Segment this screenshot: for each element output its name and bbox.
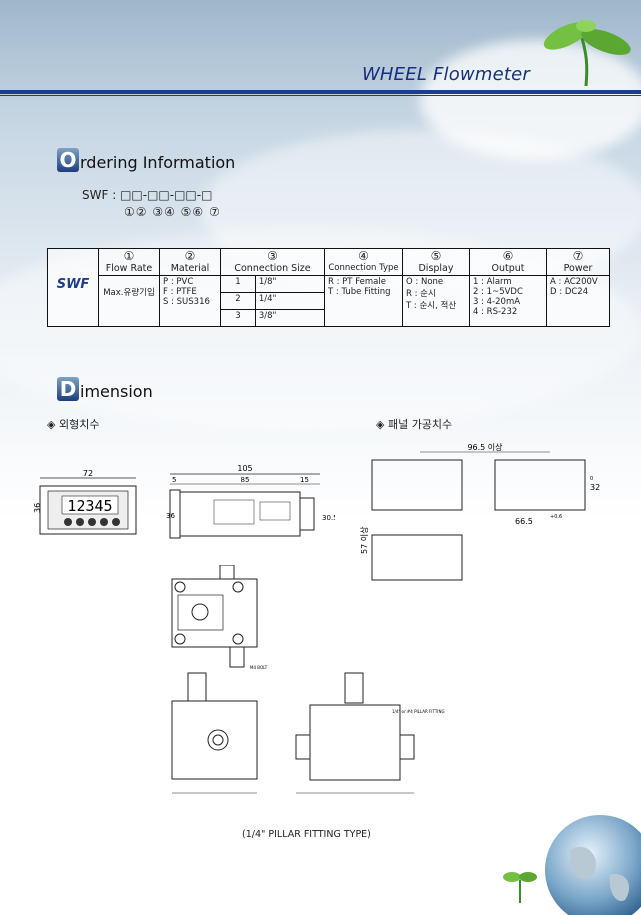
heading-letter-badge: O	[57, 148, 79, 172]
small-sprout-icon	[503, 872, 537, 903]
front-height-dim: 36	[33, 503, 42, 513]
svg-text:57 이상: 57 이상	[359, 526, 369, 554]
svg-text:66.5: 66.5	[515, 517, 533, 526]
svg-text:0: 0	[590, 476, 593, 482]
display-instant: R : 순시	[406, 289, 436, 299]
model-code: SWF : □□-□□-□□-□	[82, 188, 212, 202]
cell-power: A : AC200V D : DC24	[546, 275, 610, 327]
table-row: 3 3/8"	[48, 309, 610, 327]
svg-text:1/4" or #4 PILLAR FITTING: 1/4" or #4 PILLAR FITTING	[392, 709, 445, 714]
svg-text:M4 BOLT: M4 BOLT	[250, 665, 268, 670]
output-rs232: 4 : RS-232	[473, 307, 518, 317]
svg-text:15: 15	[300, 476, 309, 484]
size-value: 3/8"	[254, 309, 326, 327]
drawing-caption: (1/4" PILLAR FITTING TYPE)	[242, 829, 371, 840]
svg-text:32: 32	[590, 483, 600, 492]
flowmeter-body-drawing: M4 BOLT 1/4" or #4 PILLAR FITTING	[171, 565, 445, 794]
display-none: O : None	[406, 277, 444, 287]
type-pt-female: R : PT Female	[328, 277, 386, 287]
page-title: WHEEL Flowmeter	[361, 64, 530, 85]
size-code: 1	[220, 275, 256, 293]
cell-connection-type: R : PT Female T : Tube Fitting	[324, 275, 403, 327]
model-code-boxes: □□-□□-□□-□	[120, 188, 213, 202]
type-tube-fitting: T : Tube Fitting	[328, 287, 391, 297]
output-vdc: 2 : 1~5VDC	[473, 287, 523, 297]
cell-display: O : None R : 순시 T : 순시, 적산	[402, 275, 470, 327]
heading-text: imension	[80, 382, 153, 401]
svg-text:5: 5	[172, 476, 176, 484]
model-code-prefix: SWF :	[82, 188, 121, 202]
sprout-icon	[543, 20, 631, 87]
cell-material: P : PVC F : PTFE S : SUS316	[159, 275, 221, 327]
table-row: SWF Max.유량기입 P : PVC F : PTFE S : SUS316…	[47, 275, 610, 327]
outer-dimension-label: ◈ 외형치수	[47, 418, 100, 431]
cloud	[420, 40, 641, 160]
material-ptfe: F : PTFE	[163, 287, 197, 297]
front-view-drawing: 72 12345 36	[33, 469, 137, 535]
side-view-drawing: 105 5 85 15 36 30.5	[166, 464, 335, 539]
display-instant-total: T : 순시, 적산	[406, 301, 457, 311]
size-code: 3	[220, 309, 256, 327]
table-corner	[47, 248, 99, 276]
display-digits: 12345	[67, 497, 112, 515]
front-width-dim: 72	[83, 469, 93, 478]
material-sus316: S : SUS316	[163, 297, 210, 307]
heading-letter-badge: D	[57, 377, 79, 401]
output-ma: 3 : 4-20mA	[473, 297, 521, 307]
svg-text:30.5: 30.5	[322, 514, 335, 522]
power-ac: A : AC200V	[550, 277, 598, 287]
svg-text:105: 105	[237, 464, 252, 473]
heading-text: rdering Information	[80, 153, 236, 172]
size-code: 2	[220, 292, 256, 310]
svg-text:36: 36	[166, 512, 175, 520]
row-label: SWF	[47, 275, 99, 327]
size-value: 1/8"	[254, 275, 326, 293]
cell-flow-rate: Max.유량기입	[98, 275, 160, 327]
model-code-index: ①② ③④ ⑤⑥ ⑦	[124, 205, 221, 219]
size-value: 1/4"	[254, 292, 326, 310]
svg-text:85: 85	[241, 476, 250, 484]
panel-cutout-drawing: 96.5 이상 57 이상 66.5 +0.6 32 0	[359, 442, 600, 581]
cell-output: 1 : Alarm 2 : 1~5VDC 3 : 4-20mA 4 : RS-2…	[469, 275, 547, 327]
output-alarm: 1 : Alarm	[473, 277, 512, 287]
svg-text:96.5 이상: 96.5 이상	[467, 442, 503, 452]
table-row: 2 1/4"	[48, 292, 610, 310]
svg-text:+0.6: +0.6	[550, 514, 562, 520]
header-rule-thin	[0, 95, 641, 96]
panel-cutout-label: ◈ 패널 가공치수	[376, 418, 453, 431]
header-rule	[0, 90, 641, 94]
dimension-heading: D imension	[57, 377, 153, 401]
power-dc: D : DC24	[550, 287, 589, 297]
material-pvc: P : PVC	[163, 277, 194, 287]
ordering-heading: O rdering Information	[57, 148, 235, 172]
globe-icon	[545, 815, 641, 915]
